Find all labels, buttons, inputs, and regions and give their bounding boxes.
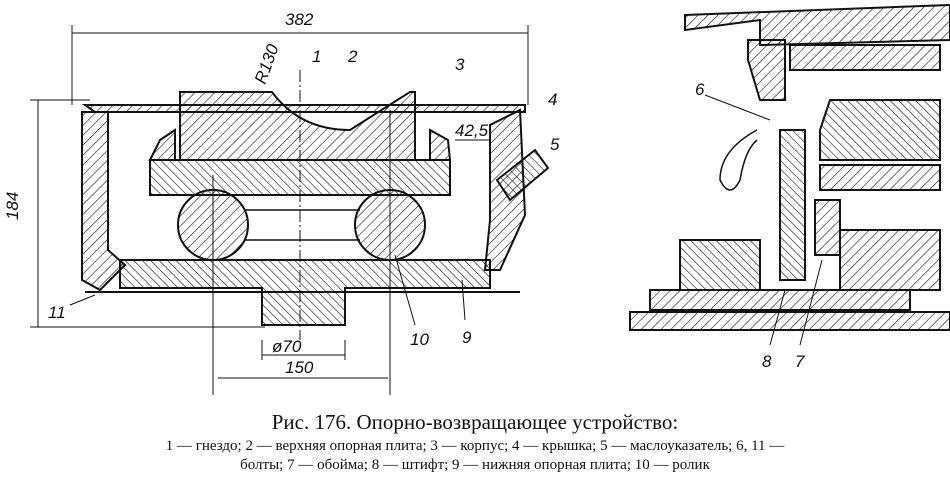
right-view-labels: 6 7 8: [695, 80, 805, 371]
figure-caption-legend: 1 — гнездо; 2 — верхняя опорная плита; 3…: [0, 437, 950, 475]
label-6: 6: [695, 80, 705, 99]
label-10: 10: [410, 330, 429, 349]
dim-base: 150: [285, 358, 314, 377]
label-2: 2: [347, 47, 358, 66]
legend-line-2: болты; 7 — обойма; 8 — штифт; 9 — нижняя…: [240, 457, 710, 473]
dim-diameter: ø70: [272, 337, 302, 356]
legend-line-1: 1 — гнездо; 2 — верхняя опорная плита; 3…: [165, 438, 785, 454]
label-4: 4: [548, 90, 557, 109]
label-5: 5: [550, 135, 560, 154]
label-1: 1: [312, 47, 321, 66]
label-3: 3: [455, 55, 465, 74]
figure-caption-title: Рис. 176. Опорно-возвращающее устройство…: [271, 410, 679, 434]
dim-height: 184: [3, 192, 22, 220]
dim-radius: R130: [251, 41, 283, 86]
right-section-view: [629, 3, 950, 346]
label-11: 11: [48, 303, 66, 322]
label-8: 8: [762, 352, 772, 371]
label-7: 7: [795, 352, 805, 371]
technical-drawing: 382 R130 184 42,5 ø70 150 1 2 3 4 5 9 10…: [3, 3, 950, 395]
dim-width: 382: [285, 10, 314, 29]
dim-gap: 42,5: [455, 121, 489, 140]
left-section-view: [30, 25, 550, 395]
left-view-labels: 382 R130 184 42,5 ø70 150 1 2 3 4 5 9 10…: [3, 10, 560, 377]
label-9: 9: [462, 328, 472, 347]
